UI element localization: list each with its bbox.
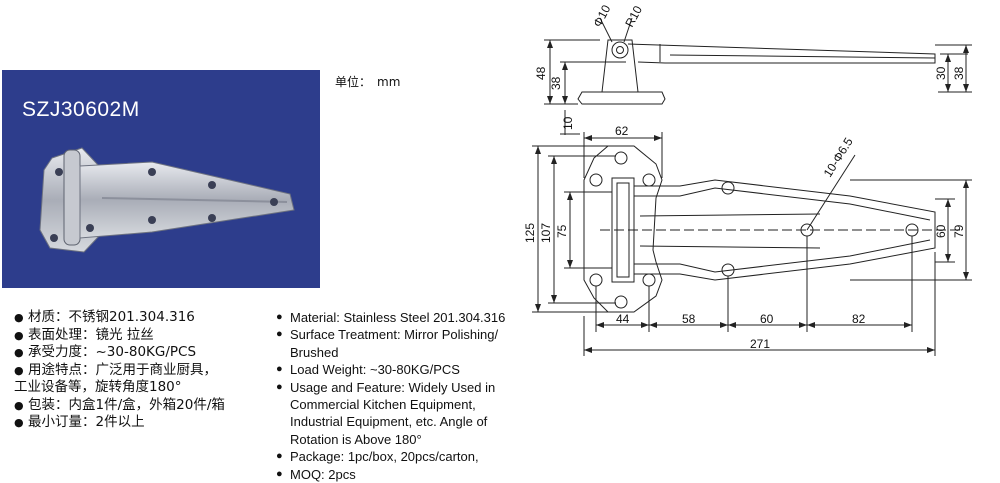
spec-en-load: Load Weight: ~30-80KG/PCS <box>276 361 531 379</box>
top-view <box>532 132 972 356</box>
dim-holes: 10-Φ6.5 <box>821 135 856 180</box>
unit-label: 单位： <box>335 75 372 89</box>
dim-width-44: 44 <box>616 312 630 326</box>
spec-en-moq: MOQ: 2pcs <box>276 466 531 483</box>
spec-en-surface-cont: Brushed <box>290 344 339 360</box>
model-number: SZJ30602M <box>22 98 140 121</box>
unit-note: 单位： mm <box>335 73 400 90</box>
dim-height-75: 75 <box>555 224 569 238</box>
dim-height-107: 107 <box>539 223 553 243</box>
dim-width-62: 62 <box>615 124 629 138</box>
dim-height-38-right: 38 <box>952 66 966 80</box>
dim-gap-10: 10 <box>561 116 575 130</box>
spec-cn-usage-cont: 工业设备等，旋转角度180° <box>14 379 182 395</box>
spec-en-usage: Usage and Feature: Widely Used in <box>276 379 531 397</box>
dim-height-48: 48 <box>534 66 548 80</box>
dim-width-271: 271 <box>750 337 770 351</box>
spec-cn-surface: 表面处理：镜光 拉丝 <box>14 327 225 345</box>
dim-height-60: 60 <box>934 224 948 238</box>
spec-cn-moq: 最小订量：2件以上 <box>14 414 225 432</box>
dim-width-82: 82 <box>852 312 866 326</box>
dim-height-125: 125 <box>523 223 537 243</box>
spec-en-usage-cont-3: Rotation is Above 180° <box>290 431 422 447</box>
side-view <box>544 17 972 135</box>
dim-height-79: 79 <box>952 224 966 238</box>
hinge-photo-illustration <box>39 147 295 253</box>
dim-height-30: 30 <box>934 66 948 80</box>
spec-en-material: Material: Stainless Steel 201.304.316 <box>276 309 531 327</box>
specs-chinese: 材质：不锈钢201.304.316 表面处理：镜光 拉丝 承受力度：~30-80… <box>14 309 225 432</box>
spec-en-package: Package: 1pc/box, 20pcs/carton, <box>276 448 531 466</box>
spec-en-surface: Surface Treatment: Mirror Polishing/ <box>276 326 531 344</box>
spec-en-usage-cont-2: Industrial Equipment, etc. Angle of <box>290 414 488 430</box>
spec-cn-material: 材质：不锈钢201.304.316 <box>14 309 225 327</box>
spec-cn-package: 包装：内盒1件/盒，外箱20件/箱 <box>14 397 225 415</box>
dim-height-38-left: 38 <box>549 76 563 90</box>
spec-cn-load: 承受力度：~30-80KG/PCS <box>14 344 225 362</box>
dim-pin-diameter: Φ10 <box>590 2 613 29</box>
dim-width-58: 58 <box>682 312 696 326</box>
dim-radius: R10 <box>622 3 645 29</box>
unit-value: mm <box>377 75 401 89</box>
technical-drawing: Φ10 R10 48 38 30 38 10 62 10-Φ6.5 125 10… <box>523 2 972 356</box>
spec-cn-usage: 用途特点：广泛用于商业厨具， <box>14 362 225 380</box>
product-photo-panel: SZJ30602M <box>2 70 320 288</box>
specs-english: Material: Stainless Steel 201.304.316 Su… <box>276 309 531 483</box>
dim-width-60: 60 <box>760 312 774 326</box>
spec-en-usage-cont-1: Commercial Kitchen Equipment, <box>290 397 476 413</box>
